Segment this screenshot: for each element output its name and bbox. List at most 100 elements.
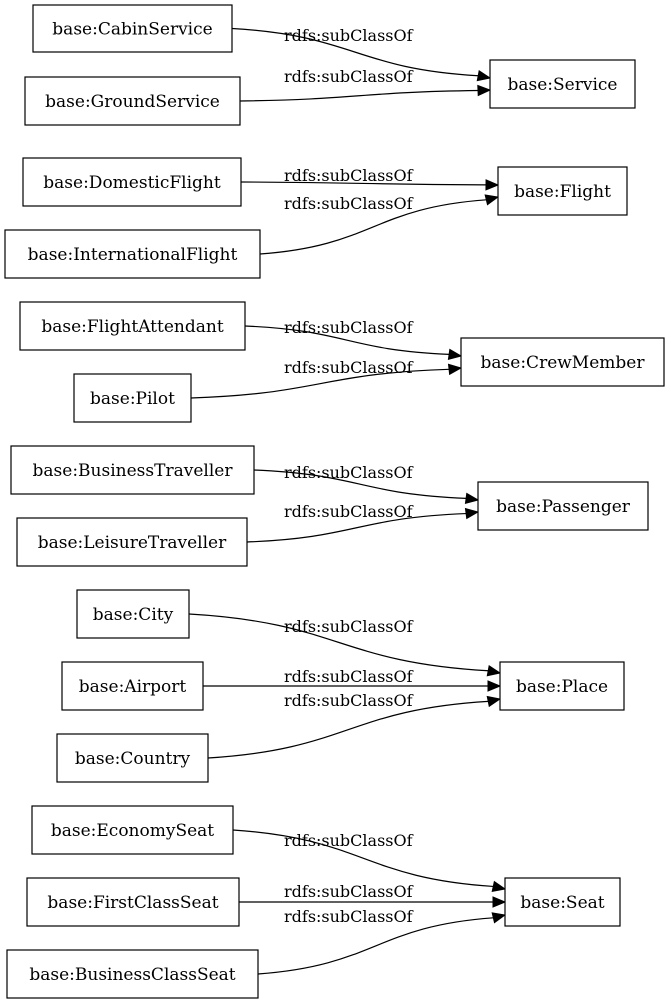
node-label: base:City — [93, 605, 174, 625]
edge-label: rdfs:subClassOf — [284, 166, 414, 185]
node-box — [31, 805, 234, 855]
node-box — [73, 373, 192, 423]
edge-label: rdfs:subClassOf — [284, 907, 414, 926]
edge-business_class_seat-to-seat: rdfs:subClassOf — [257, 907, 507, 975]
node-box — [10, 445, 255, 495]
edge-city-to-place: rdfs:subClassOf — [188, 613, 502, 677]
edge-label: rdfs:subClassOf — [284, 502, 414, 521]
node-flight: base:Flight — [497, 166, 628, 216]
node-box — [19, 301, 246, 351]
node-box — [6, 949, 259, 999]
node-label: base:Flight — [514, 182, 611, 202]
node-box — [504, 877, 621, 927]
node-label: base:FlightAttendant — [41, 317, 223, 337]
node-country: base:Country — [56, 733, 209, 783]
node-cabin-service: base:CabinService — [32, 4, 233, 53]
edge-line — [259, 199, 487, 255]
node-economy-seat: base:EconomySeat — [31, 805, 234, 855]
node-label: base:Seat — [520, 893, 604, 913]
arrowhead-icon — [484, 194, 500, 206]
edge-line — [240, 181, 487, 186]
node-label: base:CrewMember — [481, 353, 646, 373]
arrowhead-icon — [487, 680, 502, 692]
node-label: base:BusinessClassSeat — [29, 965, 235, 985]
edge-line — [190, 368, 450, 399]
node-leisure-traveller: base:LeisureTraveller — [16, 517, 248, 567]
node-label: base:BusinessTraveller — [33, 461, 234, 481]
node-pilot: base:Pilot — [73, 373, 192, 423]
arrowhead-icon — [486, 665, 502, 677]
arrowhead-icon — [464, 507, 480, 520]
node-box — [56, 733, 209, 783]
arrowhead-icon — [477, 84, 492, 97]
edge-line — [253, 469, 467, 500]
arrowhead-icon — [485, 179, 500, 191]
node-first-class-seat: base:FirstClassSeat — [26, 877, 240, 927]
node-box — [497, 166, 628, 216]
node-domestic-flight: base:DomesticFlight — [22, 157, 242, 207]
arrowhead-icon — [492, 896, 507, 908]
node-box — [499, 661, 625, 711]
node-airport: base:Airport — [61, 661, 204, 711]
edge-label: rdfs:subClassOf — [284, 617, 414, 636]
edge-airport-to-place: rdfs:subClassOf — [203, 667, 502, 692]
node-international-flight: base:InternationalFlight — [4, 229, 261, 279]
edge-domestic_flight-to-flight: rdfs:subClassOf — [240, 166, 500, 191]
edge-ground_service-to-service: rdfs:subClassOf — [239, 67, 492, 102]
edge-label: rdfs:subClassOf — [284, 194, 414, 213]
node-box — [24, 76, 241, 126]
arrowhead-icon — [491, 880, 507, 892]
edges-layer: rdfs:subClassOfrdfs:subClassOfrdfs:subCl… — [188, 26, 507, 975]
node-box — [16, 517, 248, 567]
node-box — [22, 157, 242, 207]
arrowhead-icon — [447, 348, 463, 360]
node-business-traveller: base:BusinessTraveller — [10, 445, 255, 495]
edge-label: rdfs:subClassOf — [284, 318, 414, 337]
node-label: base:InternationalFlight — [28, 245, 238, 265]
node-box — [61, 661, 204, 711]
node-label: base:Service — [508, 75, 618, 95]
node-label: base:Place — [516, 677, 608, 697]
node-seat: base:Seat — [504, 877, 621, 927]
node-label: base:Passenger — [496, 497, 631, 517]
edge-label: rdfs:subClassOf — [284, 67, 414, 86]
node-city: base:City — [76, 589, 190, 639]
node-place: base:Place — [499, 661, 625, 711]
edge-label: rdfs:subClassOf — [284, 463, 414, 482]
arrowhead-icon — [476, 69, 492, 82]
edge-label: rdfs:subClassOf — [284, 831, 414, 850]
edge-line — [188, 613, 489, 672]
node-label: base:EconomySeat — [51, 821, 214, 841]
arrowhead-icon — [486, 695, 502, 708]
edge-flight_attendant-to-crew_member: rdfs:subClassOf — [244, 318, 463, 360]
edge-line — [244, 325, 450, 355]
edge-economy_seat-to-seat: rdfs:subClassOf — [232, 829, 507, 892]
arrowhead-icon — [447, 363, 463, 376]
edge-business_traveller-to-passenger: rdfs:subClassOf — [253, 463, 480, 505]
edge-international_flight-to-flight: rdfs:subClassOf — [259, 194, 500, 255]
edge-cabin_service-to-service: rdfs:subClassOf — [231, 26, 492, 82]
node-label: base:Pilot — [90, 389, 175, 409]
edge-line — [257, 917, 494, 975]
node-box — [460, 337, 665, 387]
node-label: base:Country — [75, 749, 191, 769]
node-passenger: base:Passenger — [477, 481, 649, 531]
node-flight-attendant: base:FlightAttendant — [19, 301, 246, 351]
node-box — [32, 4, 233, 53]
node-label: base:CabinService — [52, 20, 212, 40]
arrowhead-icon — [464, 492, 480, 505]
node-label: base:GroundService — [45, 92, 220, 112]
edge-line — [231, 27, 479, 77]
edge-line — [246, 512, 467, 543]
edge-pilot-to-crew_member: rdfs:subClassOf — [190, 358, 463, 399]
edge-label: rdfs:subClassOf — [284, 882, 414, 901]
node-business-class-seat: base:BusinessClassSeat — [6, 949, 259, 999]
edge-label: rdfs:subClassOf — [284, 691, 414, 710]
edge-leisure_traveller-to-passenger: rdfs:subClassOf — [246, 502, 480, 543]
node-box — [477, 481, 649, 531]
arrowhead-icon — [491, 912, 507, 924]
node-crew-member: base:CrewMember — [460, 337, 665, 387]
node-label: base:DomesticFlight — [43, 173, 221, 193]
edge-label: rdfs:subClassOf — [284, 667, 414, 686]
